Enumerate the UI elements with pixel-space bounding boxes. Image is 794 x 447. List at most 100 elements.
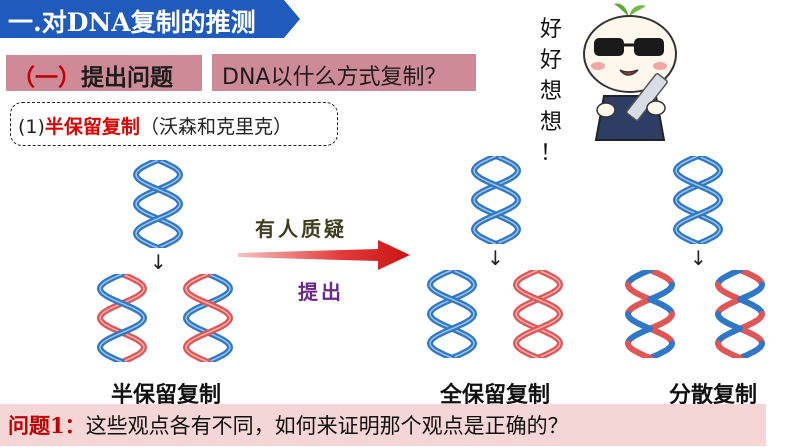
section-number: 一	[35, 65, 58, 91]
dna-strand-highlight	[515, 270, 561, 358]
dna-strand	[182, 274, 234, 362]
dna-strand-segment	[715, 296, 743, 317]
question-box	[212, 54, 476, 91]
mascot-speech-char: 好	[539, 17, 562, 42]
mascot-head	[583, 15, 677, 93]
dna-strand-segment	[647, 281, 675, 303]
dna-strand	[470, 156, 522, 244]
dna-strand-segment	[625, 270, 653, 288]
title-banner	[0, 0, 300, 38]
dna-strand-segment	[625, 325, 653, 347]
dna-strand-highlight	[99, 274, 145, 362]
dna-helix-daughter-1-conservative	[426, 270, 478, 358]
arrow-top-label: 有人质疑	[255, 217, 347, 241]
dna-strand-highlight	[429, 270, 475, 358]
question-text: DNA以什么方式复制？	[222, 65, 447, 90]
dna-strand-segment	[737, 270, 765, 288]
sunglasses-icon	[634, 38, 664, 56]
hypothesis-name: 半保留复制	[44, 116, 140, 138]
dna-strand-segment	[715, 325, 743, 347]
dna-strand-segment	[647, 270, 675, 288]
dna-strand-segment	[647, 311, 675, 332]
dna-strand-segment	[647, 340, 675, 358]
dna-strand	[512, 270, 564, 358]
dna-strand-highlight	[675, 156, 721, 244]
arrow-bottom-label: 提出	[298, 280, 344, 304]
dna-helix-daughter-1-semiconservative	[96, 274, 148, 362]
dna-strand-segment	[647, 325, 675, 347]
model-caption-semiconservative: 半保留复制	[111, 383, 222, 408]
hypothesis-authors: （沃森和克里克）	[139, 116, 292, 138]
dna-strand-segment	[737, 340, 765, 358]
section-label: 提出问题	[81, 65, 173, 91]
model-caption-dispersive: 分散复制	[669, 383, 758, 408]
down-arrow-icon: ↓	[487, 246, 504, 270]
dna-helix-daughter-2-conservative	[512, 270, 564, 358]
dna-helix-parent-dispersive	[672, 156, 724, 244]
dna-strand-highlight	[135, 160, 181, 248]
dna-strand-highlight	[429, 270, 475, 358]
dna-strand-segment	[625, 311, 653, 332]
mascot-illustration	[583, 3, 677, 141]
sunglasses-icon	[594, 38, 624, 56]
dna-strand-segment	[737, 311, 765, 332]
hypothesis-text: (1)半保留复制（沃森和克里克）	[18, 112, 292, 139]
dna-strand-segment	[647, 296, 675, 317]
dna-strand-highlight	[473, 156, 519, 244]
dna-strand	[96, 274, 148, 362]
dna-strand	[96, 274, 148, 362]
bottom-question-label: 问题1：	[8, 413, 86, 438]
section-open-paren: （	[12, 65, 35, 91]
page-title: 一.对DNA复制的推测	[8, 8, 256, 37]
dna-strand-highlight	[185, 274, 231, 362]
right-arrow-icon	[238, 240, 410, 270]
dna-helix-daughter-2-semiconservative	[182, 274, 234, 362]
dna-strand-segment	[737, 296, 765, 317]
dna-strand-segment	[715, 311, 743, 332]
bottom-question: 问题1：这些观点各有不同，如何来证明那个观点是正确的？	[8, 410, 569, 440]
dna-strand-segment	[625, 340, 653, 358]
dna-strand-highlight	[675, 156, 721, 244]
sprout-leaf-icon	[630, 5, 646, 16]
dna-strand	[426, 270, 478, 358]
dna-strand-segment	[737, 281, 765, 303]
dna-strand-highlight	[473, 156, 519, 244]
dna-strand	[470, 156, 522, 244]
dna-strand	[132, 160, 184, 248]
dna-strand-highlight	[99, 274, 145, 362]
dna-strand-highlight	[185, 274, 231, 362]
dna-strand	[512, 270, 564, 358]
dna-strand	[182, 274, 234, 362]
hypothesis-box	[10, 102, 338, 146]
sprout-leaf-icon	[614, 3, 628, 16]
model-caption-conservative: 全保留复制	[440, 383, 551, 408]
hypothesis-index: (1)	[18, 116, 45, 138]
mascot-speech-char: 想	[539, 79, 562, 104]
dna-helix-parent-semiconservative	[132, 160, 184, 248]
dna-strand	[672, 156, 724, 244]
dna-strand-segment	[625, 296, 653, 317]
dna-strand-segment	[715, 281, 743, 303]
dna-strand-segment	[715, 340, 743, 358]
dna-strand-segment	[737, 325, 765, 347]
section-close-paren: ）	[58, 65, 81, 91]
bottom-question-text: 这些观点各有不同，如何来证明那个观点是正确的？	[85, 414, 569, 438]
dna-helix-daughter-1-dispersive	[625, 270, 675, 358]
down-arrow-icon: ↓	[690, 246, 707, 270]
mascot-speech: 好 好 想 想 ！	[538, 14, 564, 169]
mascot-speech-char: ！	[539, 141, 562, 166]
dna-strand	[132, 160, 184, 248]
bottom-question-bar	[0, 404, 766, 446]
dna-strand-highlight	[515, 270, 561, 358]
dna-strand-segment	[625, 281, 653, 303]
dna-helix-parent-conservative	[470, 156, 522, 244]
mascot-speech-char: 好	[539, 48, 562, 73]
mascot-speech-char: 想	[539, 110, 562, 135]
dna-strand-highlight	[135, 160, 181, 248]
down-arrow-icon: ↓	[150, 250, 167, 274]
section-box	[6, 55, 202, 91]
dna-strand-segment	[715, 270, 743, 288]
dna-strand	[672, 156, 724, 244]
dna-strand	[426, 270, 478, 358]
section-heading: （一）提出问题	[12, 58, 173, 92]
